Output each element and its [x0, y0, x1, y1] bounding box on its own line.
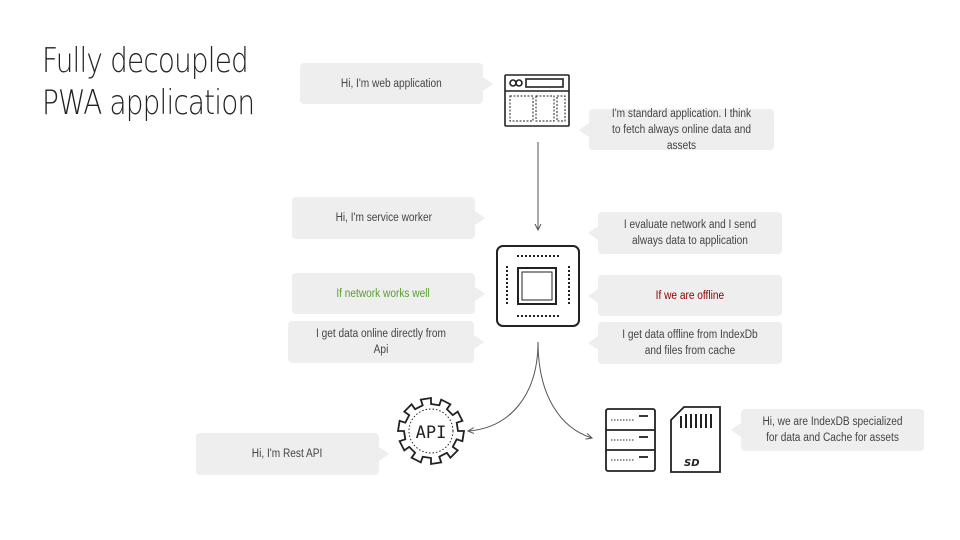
slide-title-line-2: PWA application	[42, 83, 255, 123]
evaluate-network-bubble: I evaluate network and I send always dat…	[588, 212, 782, 254]
network-works-bubble-text: If network works well	[336, 287, 431, 300]
offline-bubble-text: If we are offline	[655, 289, 725, 302]
browser-window-icon	[504, 74, 570, 127]
api-gear-icon: API	[396, 396, 466, 466]
sd-label: SD	[684, 458, 700, 469]
data-offline-bubble: I get data offline from IndexDb and file…	[588, 322, 782, 364]
server-rack-icon	[605, 408, 656, 472]
service-worker-bubble: Hi, I'm service worker	[292, 197, 485, 239]
indexdb-cache-bubble: Hi, we are IndexDB specialized for data …	[731, 409, 924, 451]
chip-to-storage-arrow	[537, 341, 592, 438]
rest-api-bubble: Hi, I'm Rest API	[196, 433, 389, 475]
offline-bubble: If we are offline	[588, 275, 782, 316]
standard-app-bubble: I'm standard application. I think to fet…	[579, 108, 774, 152]
standard-app-bubble-text: I'm standard application. I think to fet…	[611, 107, 752, 152]
rest-api-bubble-text: Hi, I'm Rest API	[252, 448, 323, 460]
slide-title: Fully decoupled PWA application	[42, 40, 255, 124]
sd-card-icon: SD	[670, 406, 721, 473]
service-worker-bubble-text: Hi, I'm service worker	[335, 212, 432, 224]
evaluate-network-bubble-text: I evaluate network and I send always dat…	[623, 219, 757, 247]
chip-to-api-arrow	[468, 341, 539, 431]
indexdb-cache-bubble-text: Hi, we are IndexDB specialized for data …	[762, 416, 903, 444]
cpu-chip-icon	[496, 245, 580, 327]
api-label: API	[416, 423, 447, 443]
web-app-bubble: Hi, I'm web application	[300, 63, 493, 104]
slide-title-line-1: Fully decoupled	[42, 41, 249, 81]
network-works-bubble: If network works well	[292, 273, 485, 314]
data-offline-bubble-text: I get data offline from IndexDb and file…	[622, 329, 758, 357]
web-app-bubble-text: Hi, I'm web application	[341, 77, 442, 90]
data-online-bubble-text: I get data online directly from Api	[316, 328, 446, 356]
data-online-bubble: I get data online directly from Api	[288, 321, 484, 363]
